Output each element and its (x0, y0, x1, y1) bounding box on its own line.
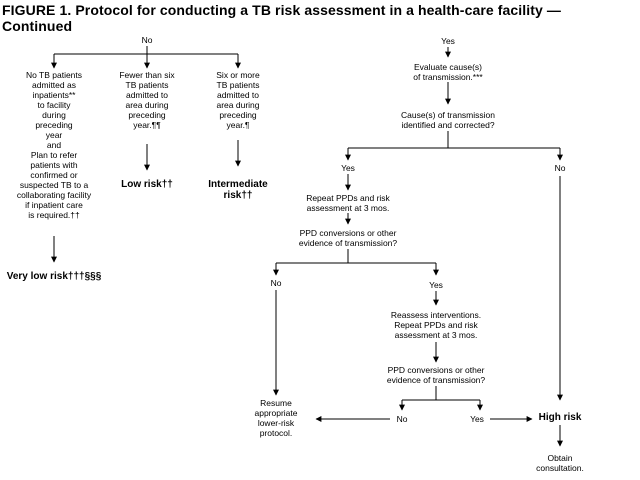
figure-title: FIGURE 1. Protocol for conducting a TB r… (2, 2, 562, 34)
node-repeat-ppds: Repeat PPDs and risk assessment at 3 mos… (306, 193, 390, 213)
node-resume-protocol: Resume appropriate lower-risk protocol. (254, 398, 298, 438)
node-fewer-than-six: Fewer than six TB patients admitted to a… (119, 70, 175, 130)
node-reassess-interventions: Reassess interventions. Repeat PPDs and … (390, 310, 482, 340)
node-no-tb-patients: No TB patients admitted as inpatients** … (16, 70, 92, 220)
label-no-bottom: No (396, 414, 408, 424)
node-very-low-risk: Very low risk†††§§§ (6, 271, 102, 282)
label-yes-bottom: Yes (470, 414, 484, 424)
node-high-risk: High risk (538, 412, 582, 423)
node-evaluate-causes: Evaluate cause(s) of transmission.*** (413, 62, 483, 82)
node-intermediate-risk: Intermediate risk†† (208, 179, 268, 201)
node-low-risk: Low risk†† (121, 179, 173, 190)
label-no-top: No (141, 35, 153, 45)
label-yes-top: Yes (441, 36, 455, 46)
label-no-right: No (554, 163, 566, 173)
node-ppd-question-1: PPD conversions or other evidence of tra… (298, 228, 398, 248)
label-yes-lower: Yes (429, 280, 443, 290)
node-obtain-consultation: Obtain consultation. (536, 453, 584, 473)
node-six-or-more: Six or more TB patients admitted to area… (216, 70, 260, 130)
label-no-left: No (270, 278, 282, 288)
node-ppd-question-2: PPD conversions or other evidence of tra… (386, 365, 486, 385)
label-yes-mid: Yes (341, 163, 355, 173)
node-causes-question: Cause(s) of transmission identified and … (400, 110, 495, 130)
